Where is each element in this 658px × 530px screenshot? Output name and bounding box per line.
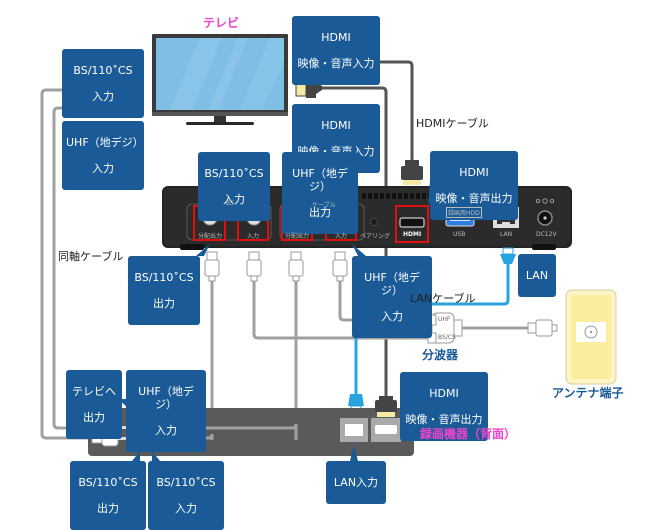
label-line: UHF（地デジ） <box>364 271 420 297</box>
tuner-hdmi-plug <box>401 160 423 185</box>
tuner-lan-plug <box>500 247 516 264</box>
label-line: 出力 <box>153 297 175 310</box>
tuner-hdmi-output-label: HDMI 映像・音声出力 <box>430 151 518 220</box>
splitter <box>427 312 528 344</box>
splitter-port-bs: BS/CS <box>438 334 456 341</box>
label-line: 出力 <box>97 502 119 515</box>
panel-port-in-bs: 入力 <box>247 233 260 240</box>
recorder-bs-input-label: BS/110˚CS 入力 <box>148 461 224 530</box>
label-line: HDMI <box>429 387 459 400</box>
tuner-uhf-input-label: UHF（地デジ） 入力 <box>352 256 432 338</box>
label-line: 映像・音声出力 <box>405 413 483 426</box>
coax-cable-label: 同軸ケーブル <box>58 250 124 263</box>
label-line: BS/110˚CS <box>78 476 138 489</box>
label-line: テレビへ <box>72 385 116 398</box>
recorder-hdmi-output-label: HDMI 映像・音声出力 <box>400 372 488 441</box>
recorder-bs-output-label: BS/110˚CS 出力 <box>70 461 146 530</box>
label-line: BS/110˚CS <box>156 476 216 489</box>
label-line: 入力 <box>223 193 245 206</box>
panel-port-split-out-bs: 分配出力 <box>198 233 223 240</box>
label-line: HDMI <box>459 166 489 179</box>
recorder-uhf-input-label: UHF（地デジ） 入力 <box>126 370 206 452</box>
label-line: LAN入力 <box>333 476 379 489</box>
panel-lan: LAN <box>500 231 513 238</box>
recorder-lan-input-label: LAN入力 <box>326 461 386 504</box>
label-line: 入力 <box>92 162 114 175</box>
label-line: 入力 <box>92 90 114 103</box>
antenna-plug <box>527 319 558 337</box>
splitter-label: 分波器 <box>422 348 459 362</box>
tuner-bs-input-label: BS/110˚CS 入力 <box>198 152 270 221</box>
tv <box>152 34 288 125</box>
label-line: BS/110˚CS <box>73 64 133 77</box>
splitter-port-uhf: UHF <box>438 316 451 323</box>
label-line: 入力 <box>175 502 197 515</box>
tuner-bs-output-label: BS/110˚CS 出力 <box>128 256 200 325</box>
panel-group-cable: ケーブル <box>312 202 336 209</box>
antenna-label: アンテナ端子 <box>552 386 624 400</box>
hdmi-cable <box>318 60 414 398</box>
label-line: UHF（地デジ） <box>292 167 348 193</box>
label-line: UHF（地デジ） <box>138 385 194 411</box>
tv-title: テレビ <box>203 16 240 30</box>
panel-pairing: ペアリング <box>360 233 391 240</box>
panel-dc: DC12V <box>536 231 557 238</box>
panel-hdmi: HDMI <box>403 231 422 238</box>
label-line: LAN <box>525 269 549 282</box>
label-line: HDMI <box>321 31 351 44</box>
tv-hdmi-input-label-1: HDMI 映像・音声入力 <box>292 16 380 85</box>
antenna-outlet <box>565 289 617 385</box>
label-line: 入力 <box>381 310 403 323</box>
label-line: 入力 <box>155 424 177 437</box>
hdmi-cable-label: HDMIケーブル <box>416 117 489 130</box>
panel-port-in-cable: 入力 <box>335 233 348 240</box>
label-line: UHF（地デジ） <box>66 136 144 149</box>
panel-usb-tag: 録画用HDD <box>446 207 482 218</box>
tuner-uhf-output-label: UHF（地デジ） 出力 <box>282 152 358 234</box>
label-line: 映像・音声入力 <box>297 57 375 70</box>
tv-uhf-input-label: UHF（地デジ） 入力 <box>62 121 144 190</box>
recorder-tv-output-label: テレビへ 出力 <box>66 370 122 439</box>
label-line: 映像・音声出力 <box>435 192 513 205</box>
label-line: HDMI <box>321 119 351 132</box>
coax-cable-recorder <box>202 423 298 440</box>
label-line: BS/110˚CS <box>204 167 264 180</box>
tuner-coax-plugs <box>204 251 348 282</box>
tv-bs-input-label: BS/110˚CS 入力 <box>62 49 144 118</box>
label-line: 出力 <box>309 206 331 219</box>
coax-cable-tv <box>40 88 113 440</box>
panel-port-split-out-cable: 分配出力 <box>285 233 310 240</box>
tuner-lan-label: LAN <box>518 254 556 297</box>
lan-cable-label: LANケーブル <box>410 292 476 305</box>
label-line: BS/110˚CS <box>134 271 194 284</box>
panel-group-bs: BS <box>226 200 234 207</box>
label-line: 出力 <box>83 411 105 424</box>
recorder-title: 録画機器（背面） <box>420 427 517 441</box>
recorder-hdmi-plug <box>375 396 397 417</box>
panel-usb: USB <box>453 231 466 238</box>
connection-diagram: テレビ BS/110˚CS 入力 UHF（地デジ） 入力 HDMI 映像・音声入… <box>40 16 624 530</box>
